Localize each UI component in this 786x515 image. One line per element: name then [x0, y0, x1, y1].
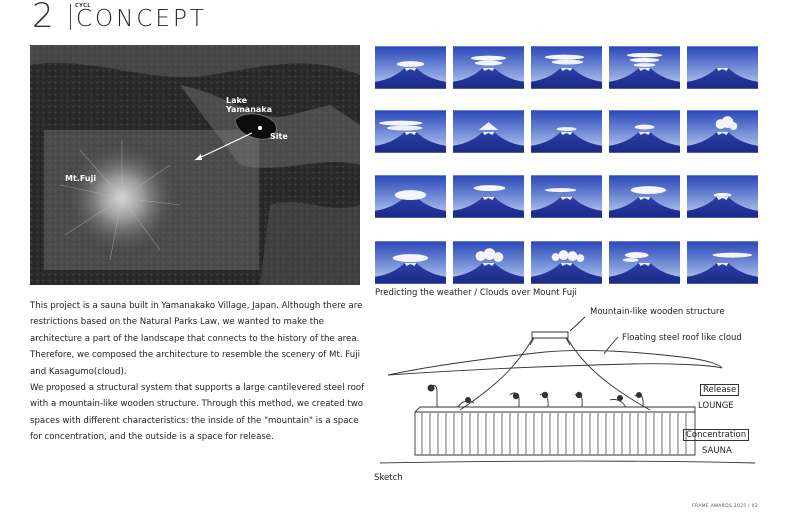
section-number: 2 — [32, 0, 54, 36]
fuji-cloud-image — [609, 175, 680, 218]
cloud-photo-tile — [375, 110, 446, 153]
page-title: CONCEPT — [76, 6, 207, 32]
fuji-cloud-image — [609, 46, 680, 89]
fuji-cloud-image — [687, 110, 758, 153]
map-label-lake: Lake Yamanaka — [226, 96, 273, 114]
cloud-photo-tile — [375, 241, 446, 284]
fuji-cloud-image — [375, 110, 446, 153]
cloud-photo-tile — [687, 241, 758, 284]
cloud-photo-tile — [531, 110, 602, 153]
concept-paragraph-2: We proposed a structural system that sup… — [30, 383, 365, 443]
cloud-photo-tile — [609, 110, 680, 153]
cloud-photo-tile — [687, 175, 758, 218]
header-small-label: CYCL — [75, 3, 91, 9]
fuji-cloud-image — [453, 175, 524, 218]
aerial-map-graphic — [30, 45, 360, 285]
cloud-photo-tile — [453, 175, 524, 218]
cloud-photo-tile — [531, 175, 602, 218]
fuji-cloud-image — [453, 241, 524, 284]
fuji-cloud-image — [687, 175, 758, 218]
sketch-label-wooden-structure: Mountain-like wooden structure — [590, 307, 725, 317]
cloud-photo-tile — [531, 46, 602, 89]
fuji-cloud-image — [531, 175, 602, 218]
fuji-cloud-image — [687, 46, 758, 89]
concept-description: This project is a sauna built in Yamanak… — [30, 298, 370, 446]
fuji-cloud-image — [687, 241, 758, 284]
fuji-cloud-image — [453, 110, 524, 153]
cloud-photo-tile — [687, 46, 758, 89]
fuji-cloud-image — [453, 46, 524, 89]
concept-sketch: Mountain-like wooden structure Floating … — [370, 300, 765, 475]
sketch-label-concentration: Concentration — [683, 429, 750, 441]
map-label-site: Site — [270, 132, 288, 141]
cloud-photo-grid — [375, 46, 758, 286]
sketch-caption: Sketch — [374, 473, 403, 483]
cloud-photo-tile — [453, 241, 524, 284]
concept-paragraph-1: This project is a sauna built in Yamanak… — [30, 301, 363, 377]
header-divider — [70, 4, 71, 30]
sketch-label-lounge: LOUNGE — [698, 401, 734, 411]
cloud-photo-tile — [609, 175, 680, 218]
sketch-drawing — [379, 316, 756, 464]
sketch-label-release: Release — [700, 384, 740, 396]
cloud-photo-tile — [609, 46, 680, 89]
fuji-cloud-image — [609, 110, 680, 153]
cloud-photo-tile — [375, 46, 446, 89]
sketch-label-steel-roof: Floating steel roof like cloud — [622, 333, 742, 343]
page-footer: FRAME AWARDS 2025 | 02 — [692, 504, 758, 509]
fuji-cloud-image — [375, 241, 446, 284]
fuji-cloud-image — [375, 175, 446, 218]
fuji-cloud-image — [375, 46, 446, 89]
map-label-fuji: Mt.Fuji — [65, 174, 97, 183]
fuji-cloud-image — [531, 241, 602, 284]
cloud-photo-tile — [375, 175, 446, 218]
cloud-photo-tile — [609, 241, 680, 284]
cloud-photo-tile — [687, 110, 758, 153]
fuji-cloud-image — [609, 241, 680, 284]
cloud-photo-tile — [531, 241, 602, 284]
sketch-label-sauna: SAUNA — [702, 446, 732, 456]
fuji-cloud-image — [531, 110, 602, 153]
cloud-grid-caption: Predicting the weather / Clouds over Mou… — [375, 288, 577, 298]
cloud-photo-tile — [453, 110, 524, 153]
aerial-map: Lake Yamanaka Site Mt.Fuji — [30, 45, 360, 285]
cloud-photo-tile — [453, 46, 524, 89]
fuji-cloud-image — [531, 46, 602, 89]
